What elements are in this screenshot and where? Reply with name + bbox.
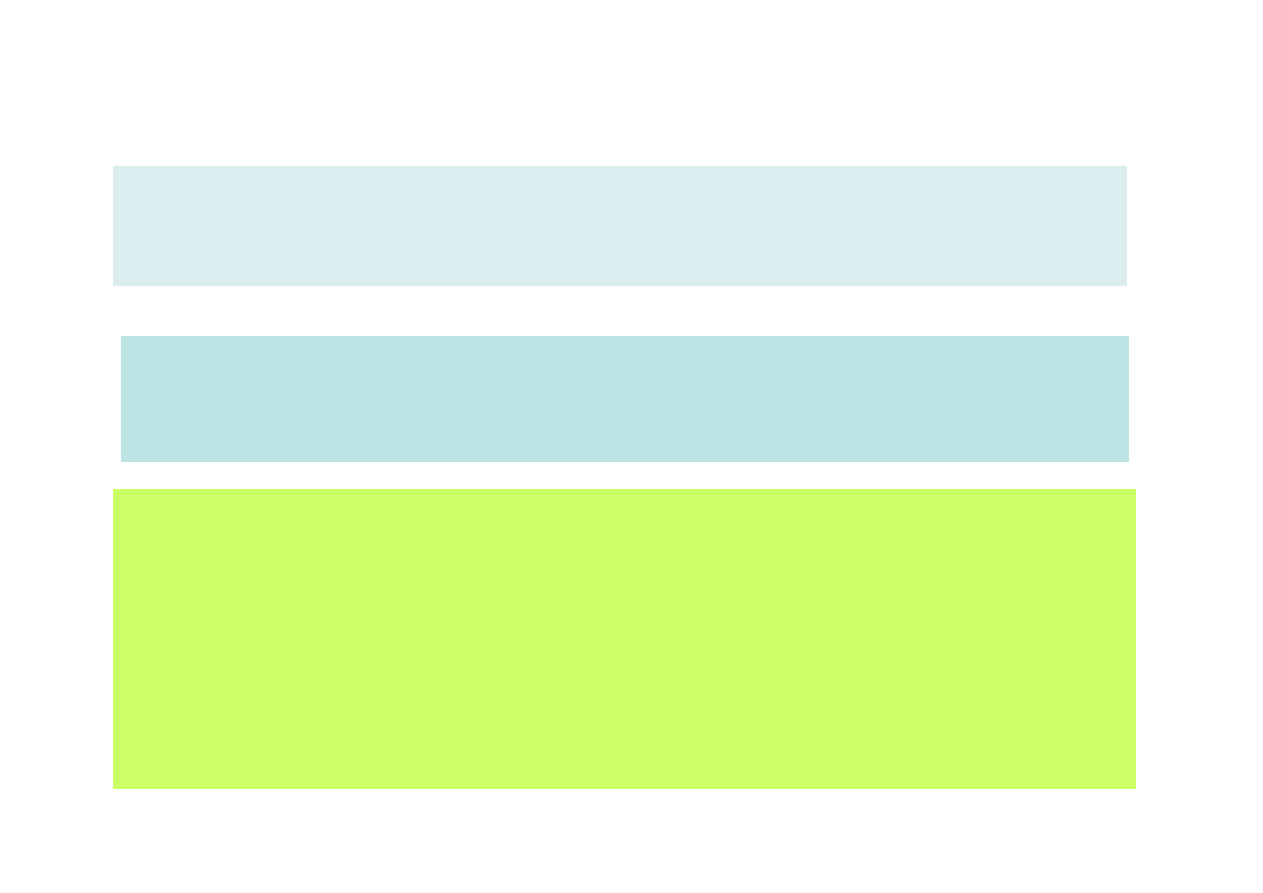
light-cyan-block — [113, 166, 1127, 286]
lime-block — [113, 489, 1136, 789]
teal-block — [121, 336, 1129, 462]
